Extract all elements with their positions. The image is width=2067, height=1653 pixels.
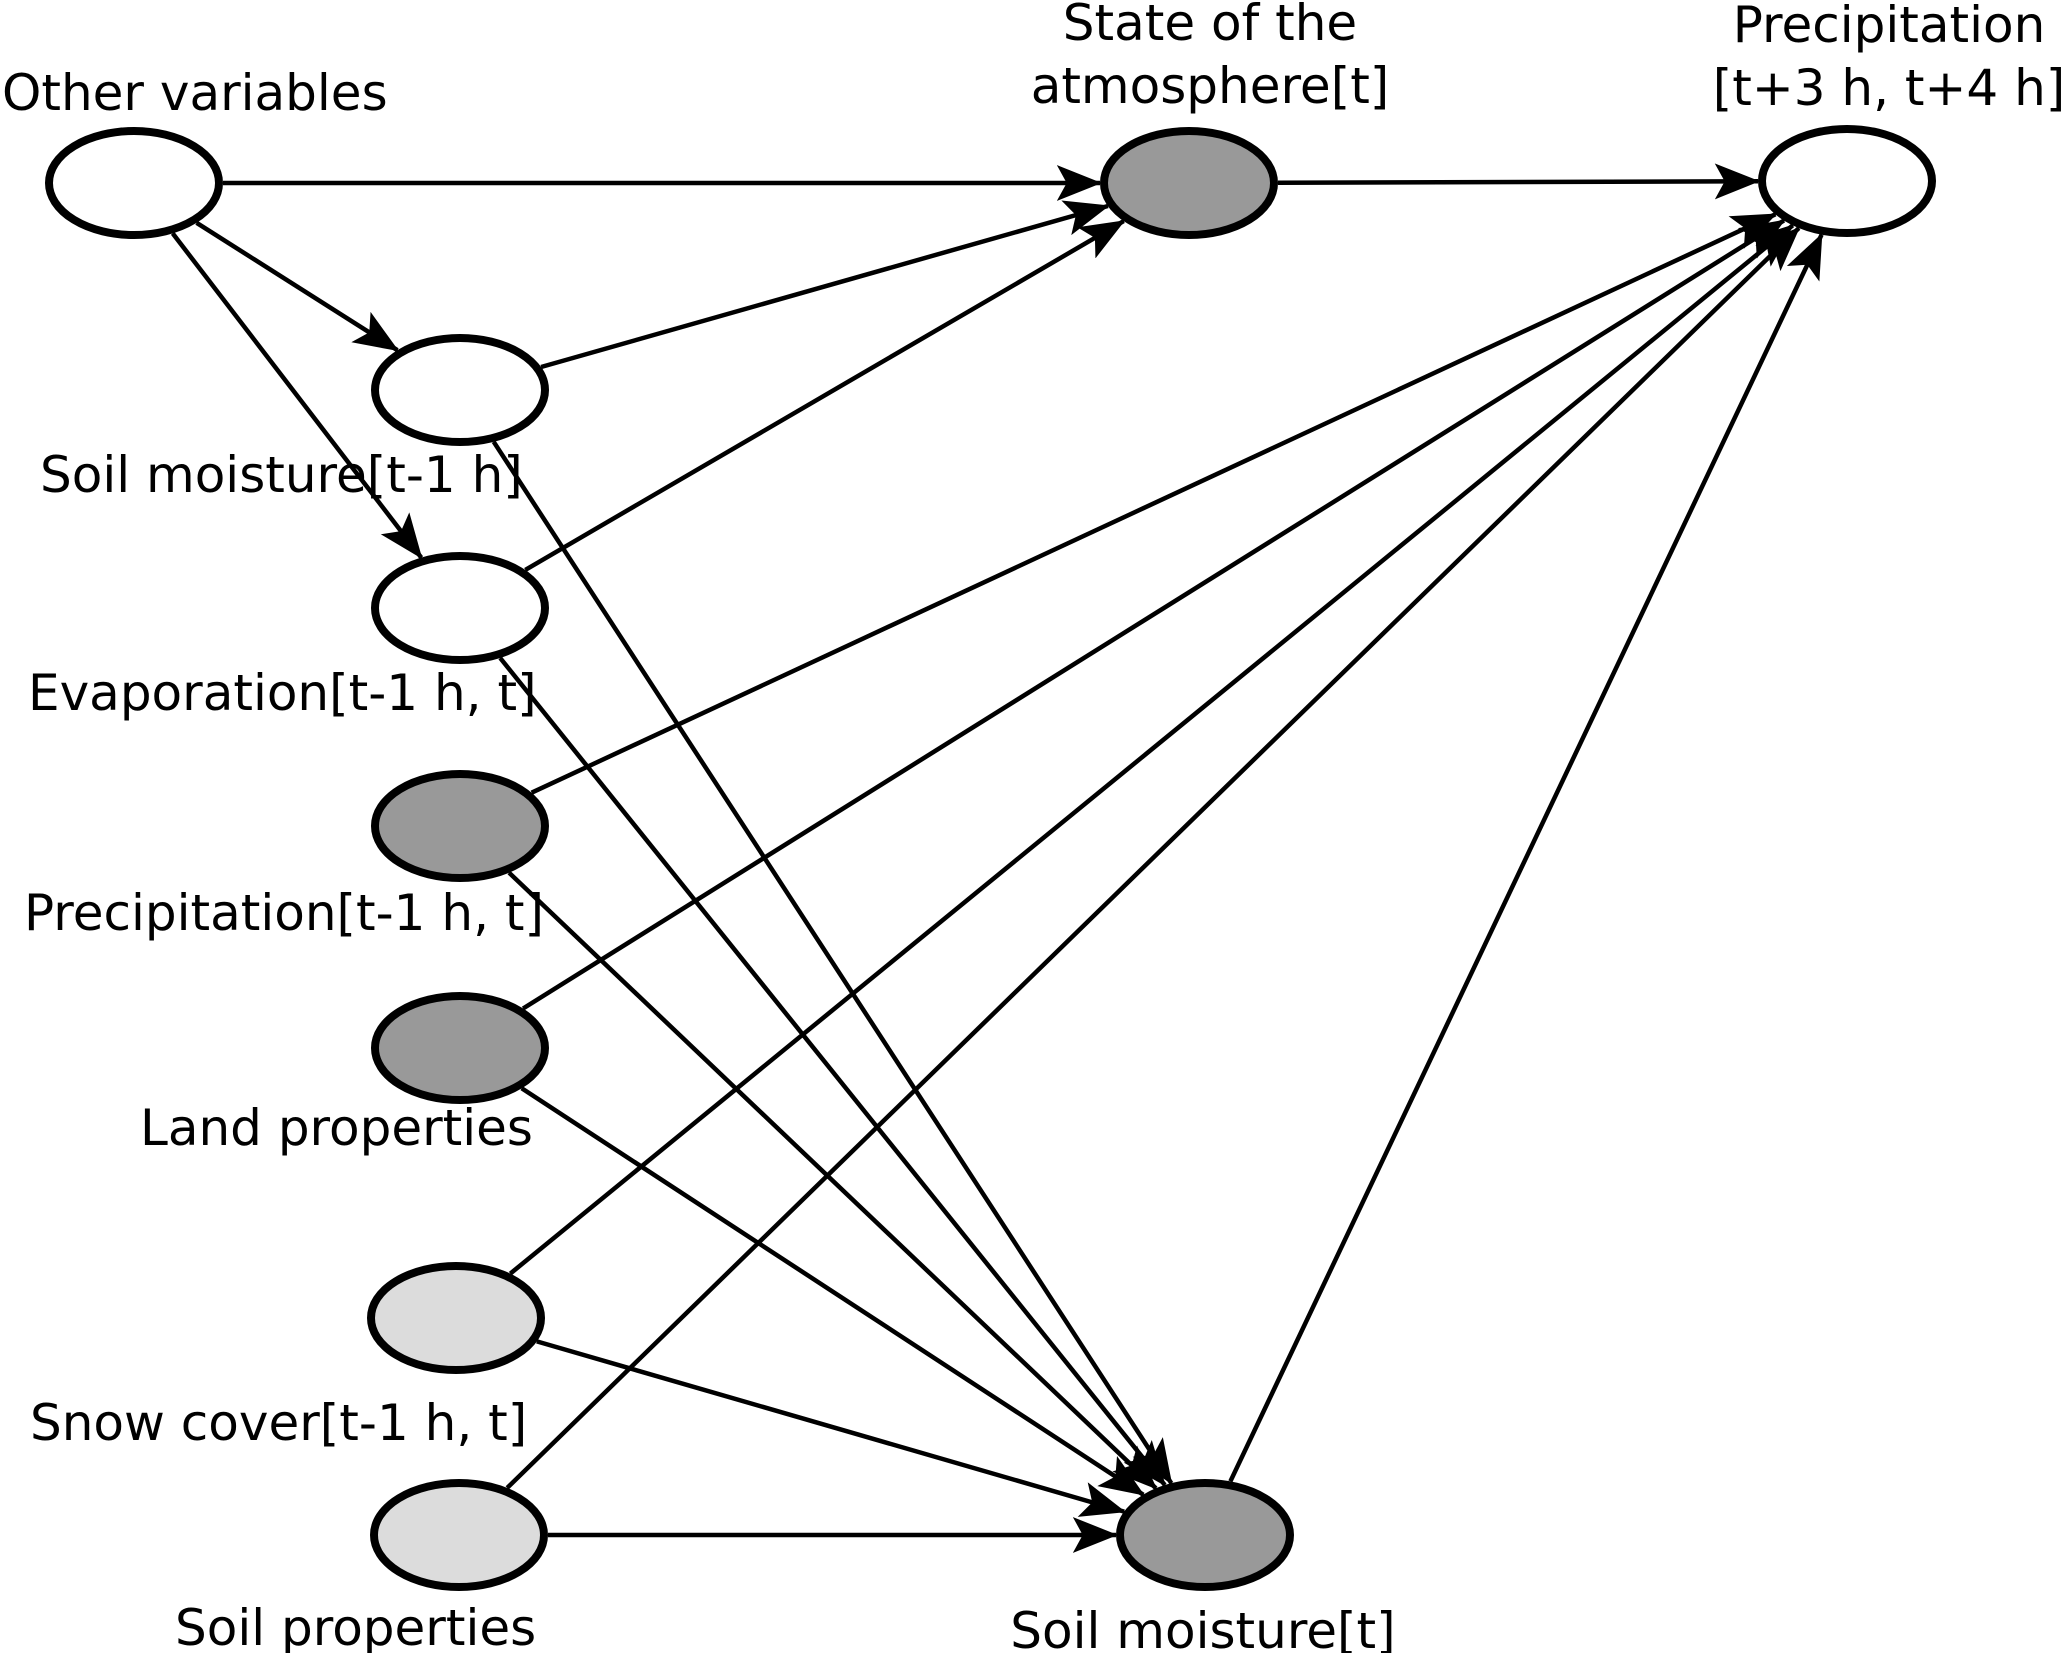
node-label-state-of-atmosphere-line1: State of the: [1063, 0, 1357, 52]
node-label-soil-moisture-t: Soil moisture[t]: [1010, 1602, 1395, 1653]
edge-evaporation-to-soil-moisture-t: [498, 656, 1167, 1487]
edge-precipitation-t-1h-to-precipitation-future: [530, 212, 1778, 795]
node-label-evaporation: Evaporation[t-1 h, t]: [28, 664, 537, 722]
edge-soil-moisture-t-to-precipitation-future: [1228, 233, 1824, 1483]
node-land-properties: [371, 992, 549, 1104]
node-soil-properties: [370, 1479, 548, 1591]
node-snow-cover: [367, 1262, 545, 1374]
node-precipitation-future: [1758, 125, 1936, 237]
node-label-precipitation-future-line1: Precipitation: [1733, 0, 2046, 54]
edge-snow-cover-to-soil-moisture-t: [536, 1339, 1126, 1517]
node-label-land-properties: Land properties: [140, 1099, 533, 1157]
node-soil-moisture-t: [1116, 1479, 1294, 1591]
edge-precipitation-t-1h-to-soil-moisture-t: [507, 871, 1158, 1490]
node-label-other-variables: Other variables: [2, 64, 388, 122]
edge-soil-moisture-t-1h-to-state-of-atmosphere: [540, 200, 1110, 370]
node-label-soil-moisture-t-1h: Soil moisture[t-1 h]: [40, 446, 523, 504]
node-evaporation: [371, 552, 549, 664]
edge-soil-moisture-t-1h-to-soil-moisture-t: [491, 440, 1174, 1485]
node-state-of-atmosphere: [1100, 127, 1278, 239]
node-soil-moisture-t-1h: [371, 334, 549, 446]
node-label-precipitation-t-1h: Precipitation[t-1 h, t]: [24, 884, 544, 942]
edge-other-variables-to-soil-moisture-t-1h: [195, 220, 399, 353]
edge-snow-cover-to-precipitation-future: [508, 223, 1795, 1276]
edge-land-properties-to-soil-moisture-t: [520, 1086, 1145, 1497]
node-label-soil-properties: Soil properties: [175, 1599, 536, 1653]
nodes-layer: [45, 125, 1936, 1591]
edge-evaporation-to-state-of-atmosphere: [524, 219, 1126, 572]
edge-soil-properties-to-precipitation-future: [505, 226, 1801, 1490]
edge-land-properties-to-precipitation-future: [521, 218, 1786, 1011]
node-label-precipitation-future-line2: [t+3 h, t+4 h]: [1713, 59, 2066, 117]
edge-other-variables-to-evaporation: [170, 232, 424, 560]
edges-layer: [170, 163, 1824, 1553]
node-label-snow-cover: Snow cover[t-1 h, t]: [30, 1394, 527, 1452]
node-precipitation-t-1h: [371, 770, 549, 882]
node-label-state-of-atmosphere-line2: atmosphere[t]: [1031, 57, 1390, 115]
edge-state-of-atmosphere-to-precipitation-future: [1277, 163, 1760, 200]
node-other-variables: [45, 127, 223, 239]
